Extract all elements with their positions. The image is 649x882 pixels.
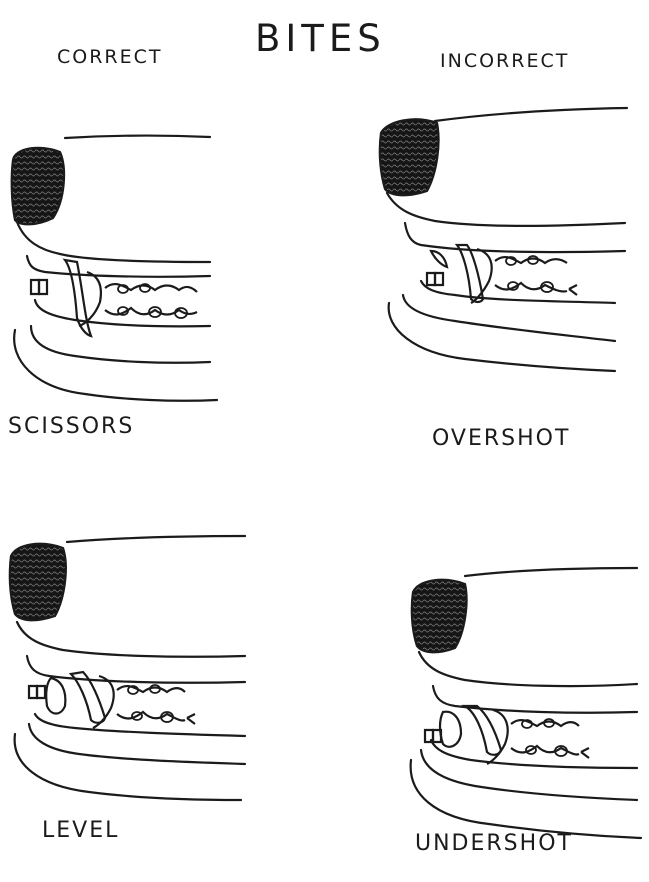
diagram-title: BITES <box>255 20 386 57</box>
level-incisor <box>46 678 65 714</box>
label-undershot: UNDERSHOT <box>415 833 573 855</box>
chin-line <box>29 724 245 764</box>
muzzle-top-line <box>435 108 627 121</box>
header-correct: CORRECT <box>57 48 163 67</box>
overshot-bite-drawing <box>375 103 630 393</box>
lower-incisor-forward <box>440 712 461 747</box>
tongue-tip <box>187 714 195 724</box>
upper-lip <box>419 652 637 686</box>
chin-line <box>421 750 637 800</box>
nose <box>12 148 64 224</box>
tooth-row-lower <box>117 712 185 721</box>
scissors-bite-drawing <box>5 130 220 410</box>
tooth-row-lower <box>495 283 567 292</box>
chin-line <box>31 326 210 363</box>
label-overshot: OVERSHOT <box>432 428 570 450</box>
upper-jaw <box>27 256 210 277</box>
upper-jaw <box>405 223 625 252</box>
tongue-tip <box>581 748 589 758</box>
upper-lip <box>17 622 245 657</box>
upper-jaw <box>433 686 637 713</box>
tooth-row-lower <box>511 746 579 755</box>
muzzle-top-line <box>65 136 210 138</box>
muzzle-top-line <box>67 536 245 542</box>
small-incisors <box>31 280 39 294</box>
level-bite-drawing <box>5 528 250 808</box>
small-incisors <box>29 686 37 698</box>
label-level: LEVEL <box>42 820 119 842</box>
upper-lip <box>17 222 210 262</box>
undershot-bite-drawing <box>405 562 643 844</box>
premolar-upper <box>93 676 114 728</box>
throat-line <box>15 734 241 800</box>
canine-upper <box>457 245 483 302</box>
nose <box>380 119 439 195</box>
lower-jaw <box>35 714 245 736</box>
tongue-tip <box>569 285 577 295</box>
canine-upper <box>465 706 501 755</box>
nose <box>10 544 66 620</box>
upper-lip <box>387 193 625 226</box>
throat-line <box>14 330 217 401</box>
canine-upper <box>65 260 91 336</box>
upper-incisor <box>431 251 447 267</box>
upper-jaw <box>27 656 245 683</box>
header-incorrect: INCORRECT <box>440 52 569 71</box>
label-scissors: SCISSORS <box>8 416 134 438</box>
nose <box>412 580 467 652</box>
small-incisors <box>427 273 435 285</box>
muzzle-top-line <box>465 568 637 576</box>
